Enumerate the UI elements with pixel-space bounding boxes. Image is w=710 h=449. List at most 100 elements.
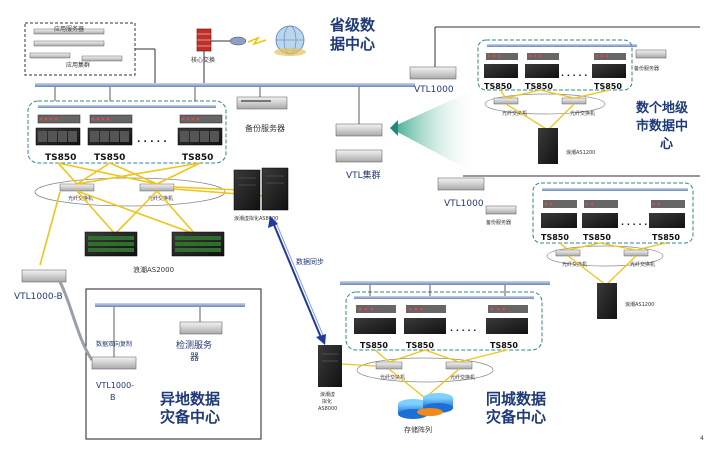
fc-label-c2a: 光纤交换机 (562, 261, 587, 268)
samecity-fc-switch-1 (375, 361, 403, 370)
storage-array-disks (398, 393, 453, 419)
remote-vtl1000-b-unit (21, 269, 67, 283)
title-city-3: 心 (660, 137, 673, 152)
ts850-c1-1: TS850 (484, 82, 512, 91)
app-server-3 (29, 52, 71, 59)
city1-fc-switch-2 (561, 97, 587, 105)
fc-label-s2: 光纤交换机 (450, 374, 475, 381)
replication-beam (390, 88, 478, 175)
provincial-as8000-label: 浪潮虚拟化AS8000 (234, 215, 278, 222)
title-samecity-2: 灾备中心 (486, 408, 546, 426)
as2000-storage-2 (171, 231, 225, 257)
provincial-nas-1 (35, 114, 81, 146)
city1-dots: . . . . . (561, 69, 587, 78)
wan-link (247, 36, 267, 46)
title-city-1: 数个地级 (636, 100, 689, 116)
city1-vtl1000 (409, 66, 457, 80)
provincial-nas-2 (87, 114, 133, 146)
fc-label-c2b: 光纤交换机 (630, 261, 655, 268)
core-switch-label: 核心交换 (191, 56, 215, 64)
samecity-ts-group (345, 291, 543, 351)
ts850-c1-3: TS850 (594, 82, 622, 91)
samecity-as8000-label-c: AS8000 (318, 406, 337, 412)
remote-vtl1000-b (91, 356, 137, 370)
fc-switch-label-p1: 光纤交换机 (68, 195, 93, 202)
city2-nas (541, 200, 685, 228)
ts850-c2-3: TS850 (652, 233, 680, 242)
fc-switch-label-p2: 光纤交换机 (148, 195, 173, 202)
ts850-label-p3: TS850 (182, 153, 213, 163)
storage-array-label: 存储阵列 (404, 425, 432, 434)
monitor-server (179, 321, 223, 335)
city2-fc-switch-2 (623, 249, 649, 257)
samecity-dots: . . . . . (450, 324, 476, 333)
samecity-as8000-label-b: 拟化 (322, 398, 332, 405)
ts850-c1-2: TS850 (525, 82, 553, 91)
provincial-nas-3 (177, 114, 223, 146)
city2-fc-switch-1 (555, 249, 581, 257)
samecity-as8000 (318, 345, 342, 387)
city1-as1200 (538, 128, 558, 164)
title-city-2: 市数据中 (636, 118, 688, 134)
city2-vtl-label: VTL1000 (444, 199, 484, 209)
app-server-1 (33, 28, 105, 35)
ts850-s3: TS850 (490, 341, 518, 350)
fc-label-c1b: 光纤交换机 (570, 110, 595, 117)
city1-as1200-label: 浪潮AS1200 (566, 149, 595, 156)
title-remote-2: 灾备中心 (160, 408, 220, 426)
provincial-dots: . . . . . (137, 135, 167, 145)
router (229, 36, 247, 46)
fc-label-s1: 光纤交换机 (380, 374, 405, 381)
app-server-label: 应用服务器 (54, 25, 84, 33)
provincial-backup-label: 备份服务器 (245, 123, 285, 133)
vtl-cluster-unit-1 (335, 123, 383, 137)
vtl-cluster-label: VTL集群 (346, 169, 381, 181)
samecity-fc-switch-2 (445, 361, 473, 370)
as2000-storage-1 (84, 231, 138, 257)
remote-vtl-label: VTL1000-B (14, 292, 63, 302)
ts850-label-p1: TS850 (45, 153, 76, 163)
ts850-label-p2: TS850 (94, 153, 125, 163)
city1-backup-server (635, 49, 667, 59)
remote-vtl-label-2a: VTL1000- (96, 381, 134, 390)
ts850-c2-2: TS850 (583, 233, 611, 242)
monitor-label-1: 检测服务 (176, 339, 212, 351)
data-sync-label: 数据同步 (296, 257, 324, 266)
city2-backup-label: 备份服务器 (486, 219, 511, 226)
page-mark: 4 (700, 435, 704, 442)
ts850-s1: TS850 (360, 341, 388, 350)
app-cluster-label: 应用集群 (66, 61, 90, 69)
provincial-bus (35, 83, 415, 87)
provincial-ts-group (27, 100, 227, 164)
provincial-fibre-links (39, 162, 266, 266)
city2-ts-group (532, 182, 694, 244)
ts850-c2-1: TS850 (541, 233, 569, 242)
samecity-bus (340, 281, 550, 285)
fc-label-c1a: 光纤交换机 (502, 110, 527, 117)
data-sync-arrow (271, 219, 323, 341)
samecity-as8000-label-a: 浪潮虚 (320, 391, 335, 398)
title-samecity-1: 同城数据 (486, 390, 546, 408)
city2-backup-server (485, 205, 517, 215)
provincial-backup-server (236, 96, 288, 110)
provincial-fc-switch-2 (139, 183, 175, 192)
app-server-2 (33, 40, 105, 47)
vtl-cluster-unit-2 (335, 149, 383, 163)
ts850-s2: TS850 (406, 341, 434, 350)
provincial-as8000-towers (233, 167, 289, 211)
title-provincial-1: 省级数 (329, 16, 376, 34)
remote-copy-link (58, 281, 94, 361)
monitor-label-2: 器 (190, 352, 199, 363)
samecity-nas (354, 305, 528, 334)
city1-fc-switch-1 (493, 97, 519, 105)
city1-vtl-label: VTL1000 (414, 85, 454, 95)
city1-nas (484, 53, 626, 78)
app-server-4 (81, 55, 123, 62)
remote-vtl-label-2b: B (110, 393, 116, 402)
city2-vtl1000 (437, 177, 485, 191)
city2-as1200 (597, 283, 617, 319)
title-remote-1: 异地数据 (160, 390, 220, 408)
city2-as1200-label: 浪潮AS1200 (625, 301, 654, 308)
provincial-fc-switch-1 (59, 183, 95, 192)
